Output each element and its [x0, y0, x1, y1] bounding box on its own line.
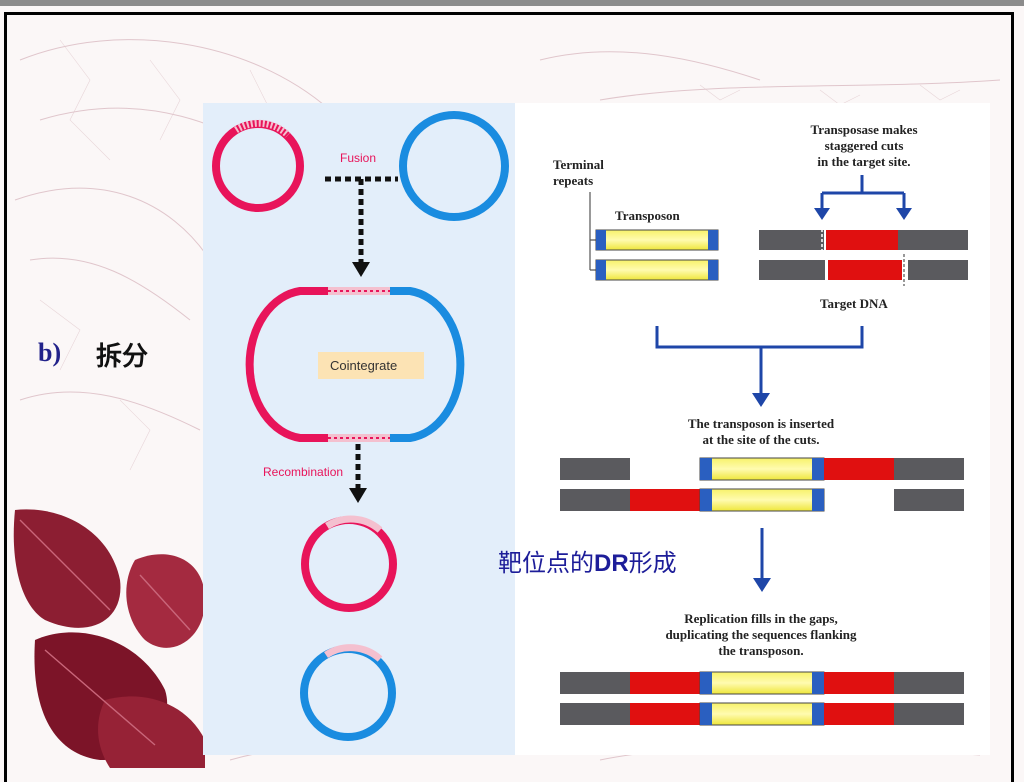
svg-text:in the target site.: in the target site.: [817, 154, 910, 169]
fusion-connector: [325, 176, 398, 262]
replication-arrow: [753, 578, 771, 592]
terminal-repeats-label: Terminal: [553, 157, 604, 172]
inserted-row-top: [560, 457, 964, 481]
merge-bracket: [655, 326, 864, 395]
target-dna-top: [759, 230, 968, 250]
svg-text:the transposon.: the transposon.: [718, 643, 803, 658]
donor-transposon-segment: [234, 119, 291, 138]
replication-label: Replication fills in the gaps,: [684, 611, 838, 626]
svg-text:duplicating the sequences flan: duplicating the sequences flanking: [665, 627, 857, 642]
leaf-decoration: [13, 509, 205, 768]
replicated-row-top: [560, 671, 964, 695]
transposase-arrows: [820, 175, 906, 210]
transposon-label: Transposon: [615, 208, 681, 223]
inserted-label: The transposon is inserted: [688, 416, 835, 431]
dr-label-suffix: 形成: [628, 549, 677, 577]
recombination-arrow-head: [349, 488, 367, 503]
inserted-row-bottom: [560, 488, 964, 512]
slide-frame: [4, 12, 1014, 782]
fusion-arrow-head: [352, 262, 370, 277]
dr-formation-label: 靶位点的DR形成: [498, 543, 677, 578]
cointegrate-blue-arc: [388, 287, 465, 442]
section-title: 拆分: [96, 342, 149, 372]
fusion-label: Fusion: [340, 151, 376, 165]
cointegrate-pink-arc: [245, 287, 330, 442]
transposon-top: [595, 229, 719, 251]
cointegrate-box: [318, 352, 424, 379]
transposon-bottom: [595, 259, 719, 281]
transposase-label: Transposase makes: [810, 122, 917, 137]
transposition-panel: [515, 103, 990, 755]
svg-text:at the site of the cuts.: at the site of the cuts.: [703, 432, 820, 447]
target-dna-bottom: [759, 260, 968, 280]
dr-label-prefix: 靶位点的: [498, 549, 594, 577]
cointegrate-label: Cointegrate: [330, 358, 397, 373]
svg-text:staggered cuts: staggered cuts: [825, 138, 904, 153]
top-bar: [0, 0, 1024, 6]
recombination-label: Recombination: [263, 465, 343, 479]
dr-label-bold: DR: [594, 550, 629, 577]
section-marker: b): [38, 338, 62, 367]
target-plasmid: [399, 111, 509, 221]
svg-text:repeats: repeats: [553, 173, 593, 188]
replicated-row-bottom: [560, 702, 964, 726]
target-dna-label: Target DNA: [820, 296, 888, 311]
donor-plasmid: [212, 120, 304, 212]
